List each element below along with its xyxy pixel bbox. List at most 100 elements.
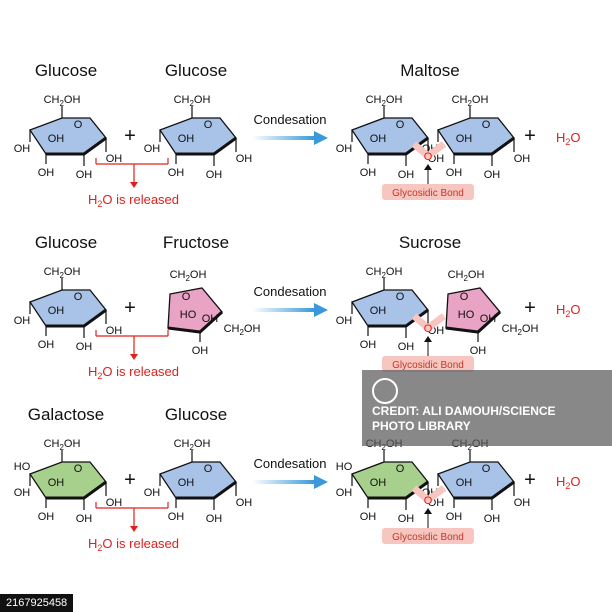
oh-group: OH	[514, 497, 531, 509]
oh-group: OH	[514, 153, 531, 165]
ho-group: HO	[458, 309, 475, 321]
ring	[29, 289, 107, 327]
row-1-right-sugar-name: Glucose	[165, 61, 227, 80]
oh-group: OH	[48, 133, 65, 145]
oh-group: OH	[398, 341, 415, 353]
oh-group: OH	[178, 477, 195, 489]
watermark-line-1: CREDIT: ALI DAMOUH/SCIENCE	[372, 404, 556, 418]
oh-group: OH	[360, 167, 377, 179]
oh-group: OH	[192, 345, 209, 357]
ring-oxygen: O	[482, 463, 491, 475]
row-1-bond-pointer-head-icon	[424, 164, 432, 170]
oh-group: OH	[360, 511, 377, 523]
oh-group: OH	[38, 167, 55, 179]
row-1-bond-label-bg	[382, 184, 474, 200]
oh-group: OH	[106, 153, 123, 165]
row-3-glycosidic-oxygen: O	[424, 495, 433, 507]
row-2-arrow-label: Condesation	[254, 284, 327, 299]
row-1-plus: +	[124, 125, 136, 147]
ring	[29, 461, 107, 499]
oh-group: OH	[336, 315, 353, 327]
row-3-arrow-label: Condesation	[254, 456, 327, 471]
row-2-product-plus: +	[524, 297, 536, 319]
arrow-shaft	[252, 136, 314, 140]
ch2oh-group: CH2OH	[44, 266, 81, 280]
ch2oh-group: CH2OH	[224, 323, 261, 337]
row-3-bond-label: Glycosidic Bond	[392, 532, 464, 543]
ring-oxygen: O	[74, 291, 83, 303]
oh-group: OH	[206, 169, 223, 181]
ring	[159, 461, 237, 499]
oh-group: OH	[76, 169, 93, 181]
oh-group: OH	[144, 143, 161, 155]
oh-group: OH	[38, 511, 55, 523]
watermark-credit: CREDIT: ALI DAMOUH/SCIENCE PHOTO LIBRARY	[372, 404, 556, 434]
ho-group: HO	[336, 461, 353, 473]
row-3-glycosidic-highlight	[411, 485, 447, 505]
row-3-right-sugar-name: Glucose	[165, 405, 227, 424]
row-1-glycosidic-oxygen: O	[424, 151, 433, 163]
row-2-bond-pointer-head-icon	[424, 336, 432, 342]
oh-group: OH	[106, 497, 123, 509]
oh-group: OH	[360, 339, 377, 351]
row-2-glycosidic-oxygen: O	[424, 323, 433, 335]
oh-group: OH	[370, 305, 387, 317]
ring-oxygen: O	[396, 119, 405, 131]
ring-oxygen: O	[182, 291, 191, 303]
oh-group: OH	[484, 169, 501, 181]
row-2-bond-label-bg	[382, 356, 474, 372]
row-2-product-name: Sucrose	[399, 233, 461, 252]
oh-group: OH	[336, 143, 353, 155]
oh-group: OH	[48, 477, 65, 489]
arrow-head-icon	[314, 303, 328, 317]
row-1-left-sugar-name: Glucose	[35, 61, 97, 80]
ch2oh-group: CH2OH	[366, 266, 403, 280]
row-3-bond-pointer-head-icon	[424, 508, 432, 514]
ch2oh-group: CH2OH	[170, 269, 207, 283]
ch2oh-group: CH2OH	[174, 438, 211, 452]
ring-oxygen: O	[396, 463, 405, 475]
row-1-condensation-arrow	[252, 131, 328, 145]
oh-group: OH	[106, 325, 123, 337]
ring	[437, 461, 515, 499]
watermark-line-2: PHOTO LIBRARY	[372, 419, 471, 433]
ch2oh-group: CH2OH	[448, 269, 485, 283]
ch2oh-group: CH2OH	[44, 94, 81, 108]
oh-group: OH	[14, 487, 31, 499]
oh-group: OH	[38, 339, 55, 351]
row-1-water-product: H2O	[556, 130, 581, 147]
arrow-shaft	[252, 308, 314, 312]
row-3-plus: +	[124, 469, 136, 491]
row-1-glycosidic-highlight	[411, 141, 447, 161]
ch2oh-group: CH2OH	[452, 94, 489, 108]
watermark: CREDIT: ALI DAMOUH/SCIENCE PHOTO LIBRARY	[362, 370, 612, 446]
oh-group: OH	[370, 133, 387, 145]
oh-group: OH	[336, 487, 353, 499]
stock-id: 2167925458	[0, 594, 74, 612]
row-2-water-product: H2O	[556, 302, 581, 319]
ring-oxygen: O	[396, 291, 405, 303]
ho-group: HO	[180, 309, 197, 321]
row-3-bond-label-bg	[382, 528, 474, 544]
oh-group: OH	[168, 511, 185, 523]
row-2-released-text: H2O is released	[88, 364, 179, 381]
ring	[437, 117, 515, 155]
ring-oxygen: O	[204, 119, 213, 131]
oh-group: OH	[206, 513, 223, 525]
oh-group: OH	[236, 497, 253, 509]
row-2-right-sugar-name: Fructose	[163, 233, 229, 252]
arrow-head-icon	[314, 131, 328, 145]
oh-group: OH	[446, 511, 463, 523]
ring	[29, 117, 107, 155]
oh-group: OH	[456, 133, 473, 145]
row-3-product-plus: +	[524, 469, 536, 491]
